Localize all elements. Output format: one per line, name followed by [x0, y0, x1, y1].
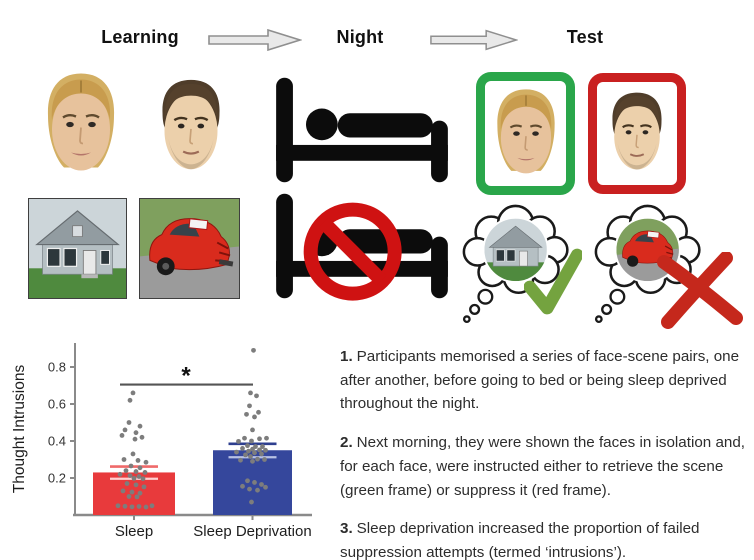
explainer-step-1: 1.Participants memorised a series of fac… — [340, 345, 746, 416]
house-scene-photo — [28, 198, 127, 299]
step-text: Next morning, they were shown the faces … — [340, 434, 746, 499]
house-thought-bubble — [460, 202, 582, 326]
male-face-photo — [146, 74, 236, 182]
svg-text:0.2: 0.2 — [48, 471, 66, 486]
explainer-step-2: 2.Next morning, they were shown the face… — [340, 431, 746, 502]
no-sleep-bed-icon — [266, 190, 458, 302]
sleep-bed-icon — [266, 74, 458, 186]
phase-label-learning: Learning — [101, 27, 179, 47]
svg-text:Sleep: Sleep — [115, 523, 153, 540]
female-face-photo — [487, 84, 565, 184]
retrieve-face-green-frame — [476, 72, 575, 195]
svg-text:0.4: 0.4 — [48, 434, 66, 449]
step-text: Sleep deprivation increased the proporti… — [340, 520, 700, 560]
prohibition-icon — [303, 202, 402, 301]
svg-text:*: * — [181, 362, 191, 389]
female-face-photo — [36, 66, 126, 184]
phase-label-test: Test — [566, 27, 604, 47]
svg-text:Sleep Deprivation: Sleep Deprivation — [193, 523, 311, 540]
svg-text:0.6: 0.6 — [48, 397, 66, 412]
arrow-right-icon — [208, 29, 302, 51]
explainer-text: 1.Participants memorised a series of fac… — [340, 345, 746, 560]
step-text: Participants memorised a series of face-… — [340, 348, 740, 413]
svg-text:0.8: 0.8 — [48, 360, 66, 375]
arrow-right-icon — [430, 29, 518, 51]
svg-text:Thought Intrusions: Thought Intrusions — [11, 365, 28, 494]
step-number: 3. — [340, 520, 353, 538]
step-number: 1. — [340, 348, 353, 365]
crashed-car-scene-photo — [139, 198, 240, 299]
step-number: 2. — [340, 434, 353, 452]
explainer-step-3: 3.Sleep deprivation increased the propor… — [340, 517, 746, 560]
x-mark-icon — [657, 252, 743, 329]
suppress-face-red-frame — [588, 73, 686, 194]
check-icon — [524, 248, 582, 315]
male-face-photo — [599, 86, 675, 182]
phase-label-night: Night — [336, 27, 384, 47]
